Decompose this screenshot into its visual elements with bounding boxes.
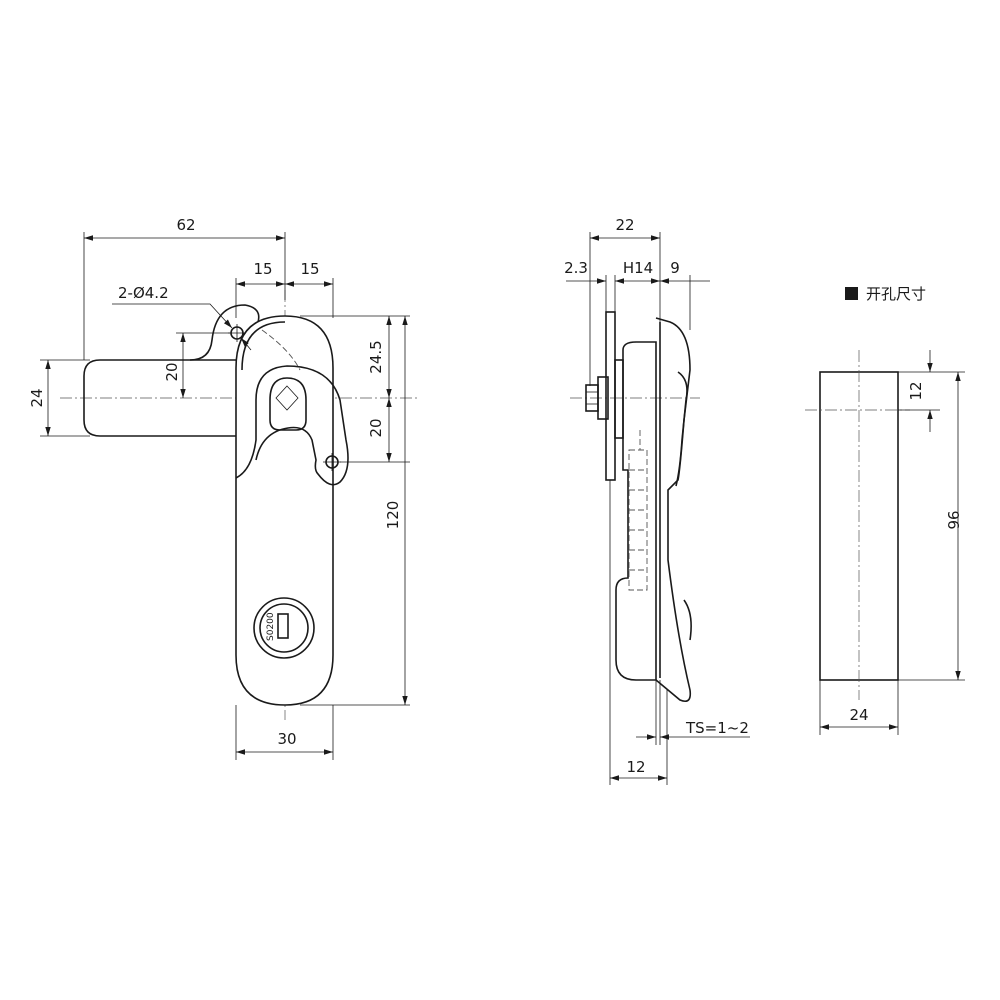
dim-body-width: 30 (277, 730, 296, 748)
dim-holes: 2-Ø4.2 (118, 284, 169, 302)
front-view: S0200 62 15 15 2-Ø4.2 24 20 24.5 (28, 216, 420, 760)
dim-bottom: 12 (626, 758, 645, 776)
dim-handle-height: 24 (28, 388, 46, 407)
keyway (277, 613, 289, 639)
lock-stamp: S0200 (266, 612, 276, 641)
lock-cylinder-inner (259, 603, 309, 653)
key-profile (683, 599, 692, 641)
nut (597, 376, 609, 420)
dim-handle-offset: 20 (163, 362, 181, 381)
dim-front: 9 (670, 259, 680, 277)
dim-plate: 2.3 (564, 259, 588, 277)
square-drive-icon (275, 385, 299, 411)
body-inner-contour (241, 321, 286, 371)
handle-upper-contour (189, 304, 260, 361)
upper-recess (269, 377, 307, 431)
dim-nut: H14 (623, 259, 653, 277)
dim-center-to-hole: 20 (367, 418, 385, 437)
lever-grip (235, 365, 349, 486)
dim-half-right: 15 (300, 260, 319, 278)
housing-body (615, 341, 657, 681)
dim-cutout-width: 24 (849, 706, 868, 724)
dim-total-depth: 22 (615, 216, 634, 234)
side-view: 22 2.3 H14 9 TS=1~2 12 (564, 216, 750, 785)
title-square-icon (845, 287, 858, 300)
cutout-view: 开孔尺寸 12 96 24 (805, 285, 965, 735)
dim-top-to-center: 24.5 (367, 340, 385, 373)
main-body (235, 315, 334, 706)
dim-body-height: 120 (384, 501, 402, 530)
lever-profile (675, 371, 688, 487)
lever-hidden-edge (261, 329, 301, 371)
handle-arm (83, 359, 236, 437)
cutout-title: 开孔尺寸 (866, 285, 926, 303)
lock-cylinder-outer (253, 597, 315, 659)
front-cover (655, 317, 692, 703)
dim-overall-width: 62 (176, 216, 195, 234)
dim-cutout-height: 96 (944, 510, 962, 529)
housing-flange (614, 359, 624, 439)
dim-thickness: TS=1~2 (685, 719, 749, 737)
dim-cutout-top: 12 (907, 381, 925, 400)
dim-half-left: 15 (253, 260, 272, 278)
